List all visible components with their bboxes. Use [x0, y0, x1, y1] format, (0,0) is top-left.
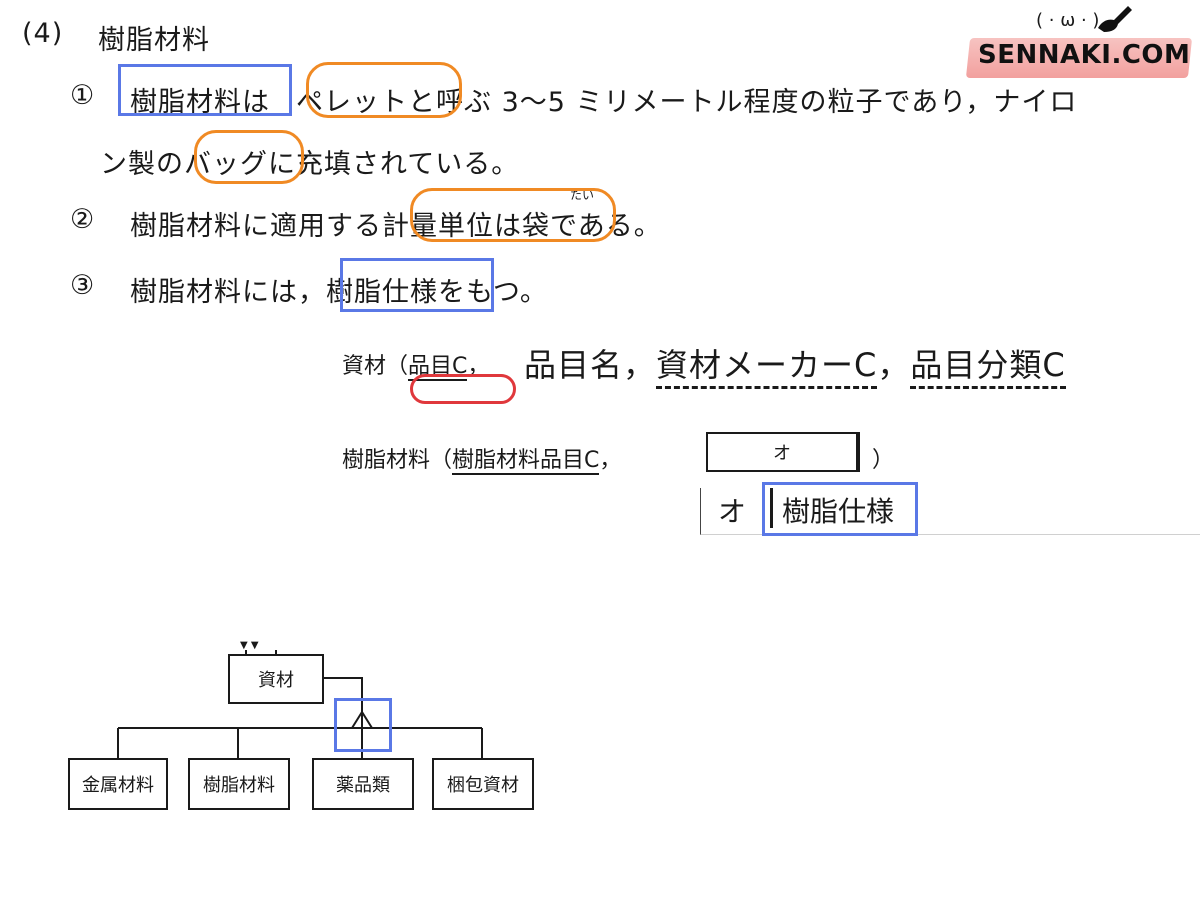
- item-1-line-1: 樹脂材料はペレットと呼ぶ 3〜5 ミリメートル程度の粒子であり，ナイロ: [130, 80, 1077, 119]
- entity-resin-material: 樹脂材料: [342, 448, 431, 473]
- attr-maker-code: 資材メーカーC: [656, 346, 878, 389]
- term-resin-spec: 樹脂仕様: [326, 277, 438, 308]
- highlight-resin-material: [118, 64, 292, 116]
- schema-row-2: 樹脂材料（樹脂材料品目C，: [342, 442, 622, 475]
- item-1-marker: ①: [70, 80, 96, 111]
- entity-box-chemical: 薬品類: [312, 758, 414, 810]
- attr-item-category: 品目分類C: [910, 346, 1066, 389]
- item-1-line-2: ン製のバッグに充填されている。: [100, 142, 519, 181]
- comma: ，: [623, 346, 657, 384]
- paren-close: ）: [872, 448, 895, 473]
- entity-box-chemical-label: 薬品類: [336, 775, 390, 796]
- highlight-unit-bag: [410, 188, 616, 242]
- entity-box-material-label: 資材: [258, 670, 294, 691]
- entity-box-resin-label: 樹脂材料: [203, 775, 275, 796]
- comma: ，: [877, 346, 911, 384]
- entity-box-metal-label: 金属材料: [82, 775, 154, 796]
- logo-face: ( · ω · ): [1036, 10, 1100, 31]
- answer-value: 樹脂仕様: [782, 495, 895, 528]
- blank-o-box: オ: [706, 432, 860, 472]
- diagram-arrows: ▼ ▼: [240, 640, 259, 651]
- answer-label: オ: [718, 495, 747, 528]
- highlight-pellet: [306, 62, 462, 118]
- attr-item-name: 品目名: [524, 346, 624, 384]
- separator: ，: [467, 354, 490, 379]
- item-2-marker: ②: [70, 204, 96, 235]
- paren-open: （: [430, 448, 453, 473]
- highlight-answer: [762, 482, 918, 536]
- highlight-item-code: [410, 374, 516, 404]
- highlight-bag: [194, 130, 304, 184]
- entity-box-packaging-label: 梱包資材: [447, 775, 519, 796]
- answer-bar: [770, 488, 773, 528]
- answer-divider: [700, 488, 1200, 535]
- item-1-text-2c: に充填されている。: [268, 149, 520, 180]
- item-1-text: と呼ぶ 3〜5 ミリメートル程度の粒子であり，ナイロ: [408, 87, 1078, 118]
- ruby-tai: たい: [570, 188, 595, 202]
- paren-open: （: [386, 354, 409, 379]
- separator: ，: [599, 448, 622, 473]
- schema-row-1-attrs: 品目名，資材メーカーC，品目分類C: [524, 340, 1066, 389]
- entity-material: 資材: [342, 354, 387, 379]
- item-3-marker: ③: [70, 270, 96, 301]
- item-2-text-a: 樹脂材料に適用する: [130, 211, 382, 242]
- entity-box-packaging: 梱包資材: [432, 758, 534, 810]
- entity-box-metal: 金属材料: [68, 758, 168, 810]
- term-unit-bag: 計量単位は袋: [382, 211, 550, 242]
- brush-icon: [1098, 6, 1132, 32]
- term-resin-material: 樹脂材料は: [130, 87, 270, 118]
- highlight-resin-spec: [340, 258, 494, 312]
- entity-box-resin: 樹脂材料: [188, 758, 290, 810]
- item-3-text-a: 樹脂材料には，: [130, 277, 326, 308]
- section-title: 樹脂材料: [98, 25, 210, 56]
- site-logo: SENNAKI.COM: [978, 40, 1191, 70]
- key-resin-item-code: 樹脂材料品目C: [452, 448, 600, 475]
- section-number: (4): [22, 18, 64, 49]
- blank-o-label: オ: [773, 443, 791, 464]
- highlight-subtype: [334, 698, 392, 752]
- entity-box-material: 資材: [228, 654, 324, 704]
- item-1-text-2a: ン製の: [100, 149, 184, 180]
